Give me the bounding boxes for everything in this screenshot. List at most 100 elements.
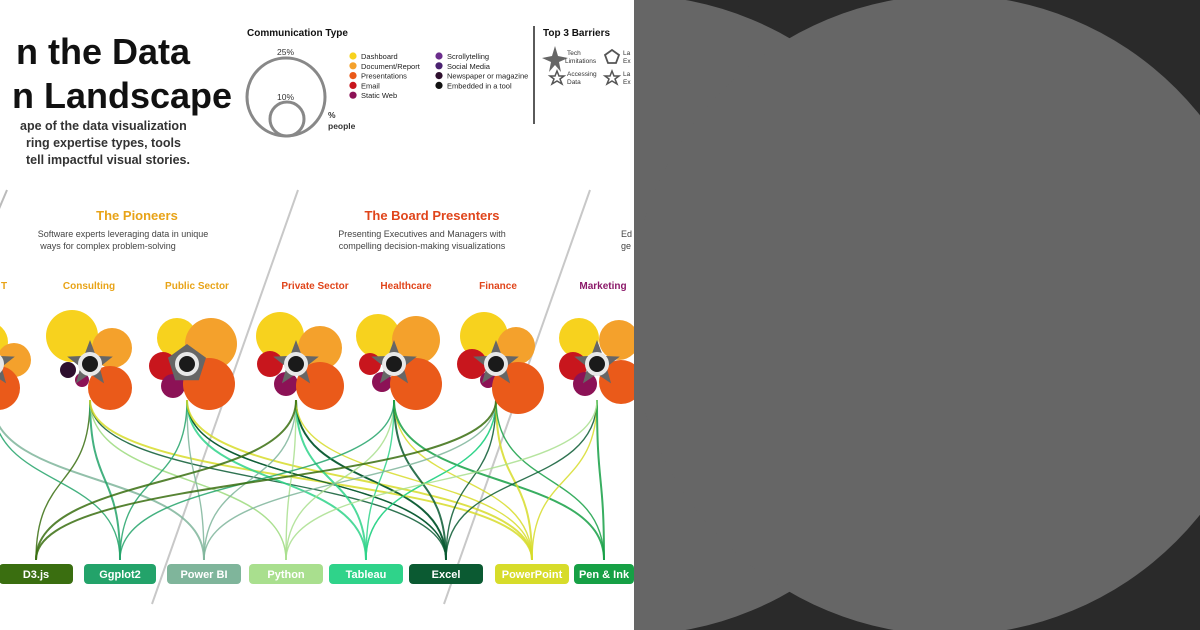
connection-curve xyxy=(295,399,367,561)
connection-curve xyxy=(445,399,598,561)
top-barriers-legend: Top 3 Barriers Tech Limitations Accessin… xyxy=(542,28,631,86)
connection-curve xyxy=(495,399,605,561)
title-line-1: n the Data xyxy=(16,31,191,72)
connection-curve xyxy=(203,399,297,561)
connection-curve xyxy=(35,399,497,561)
group-board-presenters: The Board Presenters Presenting Executiv… xyxy=(338,208,506,251)
connection-curve xyxy=(445,399,497,561)
tool-pill: Excel xyxy=(409,564,483,584)
infographic-panel: n the Data n Landscape ape of the data v… xyxy=(0,26,634,605)
connection-curve xyxy=(596,399,605,561)
flower-petal xyxy=(356,314,400,358)
infographic-canvas: n the Data n Landscape ape of the data v… xyxy=(0,26,634,605)
sector-flowers xyxy=(0,310,634,414)
flower-petal xyxy=(257,351,283,377)
tool-pill: D3.js xyxy=(0,564,73,584)
size-label-10: 10% xyxy=(277,92,294,102)
tool-pill-background xyxy=(329,564,403,584)
tool-pill: Power BI xyxy=(167,564,241,584)
connection-curve xyxy=(119,399,395,561)
sector-flower xyxy=(46,310,132,410)
sector-flower xyxy=(149,318,237,410)
legend-item-label: Static Web xyxy=(361,91,397,100)
connection-curve xyxy=(495,399,533,561)
size-unit-line-2: people xyxy=(328,121,356,131)
legend-item-label: Dashboard xyxy=(361,52,398,61)
connection-curve xyxy=(35,399,91,561)
communication-type-legend: Communication Type 25% 10% % people Dash… xyxy=(245,28,528,138)
tool-pill-label: Power BI xyxy=(180,569,227,581)
group-description-line-1: Presenting Executives and Managers with xyxy=(338,229,506,239)
legend-color-dot xyxy=(349,62,357,70)
size-label-25: 25% xyxy=(277,47,294,57)
connection-curve xyxy=(186,399,205,561)
page-title: n the Data n Landscape ape of the data v… xyxy=(12,31,232,167)
group-pioneers: The Pioneers Software experts leveraging… xyxy=(38,208,209,251)
connection-curve xyxy=(285,399,395,561)
tool-pill-background xyxy=(409,564,483,584)
legend-color-dot xyxy=(435,81,443,89)
legend-color-dot xyxy=(349,72,357,80)
connection-curve xyxy=(365,399,497,561)
barrier-2-label-line-1: Accessing xyxy=(567,71,597,78)
tool-pill-background xyxy=(0,564,73,584)
sector-label: Public Sector xyxy=(165,281,229,292)
group-title: The Pioneers xyxy=(96,208,178,223)
connection-curve xyxy=(393,399,605,561)
connection-curve xyxy=(186,399,533,561)
barrier-4-label-line-1: La xyxy=(623,71,631,78)
group-description-line-1: Software experts leveraging data in uniq… xyxy=(38,229,209,239)
sector-label: Consulting xyxy=(63,281,115,292)
flower-center xyxy=(288,356,304,372)
barrier-3-label-line-2: Ex xyxy=(623,58,631,65)
tool-pill-background xyxy=(495,564,569,584)
tool-pill-label: Ggplot2 xyxy=(99,569,141,581)
connection-curve xyxy=(0,432,121,561)
connection-curve xyxy=(295,399,447,561)
legend-color-dot xyxy=(435,52,443,60)
barrier-4-label-line-2: Ex xyxy=(623,79,631,86)
sector-flower xyxy=(0,326,31,410)
description-line-1: ape of the data visualization xyxy=(20,119,187,133)
flower-petal xyxy=(599,320,634,360)
group-third: Ed ge xyxy=(621,229,632,251)
flower-center xyxy=(179,356,195,372)
sector-flower xyxy=(256,312,344,410)
sector-flower xyxy=(356,314,442,410)
size-circle-small xyxy=(268,100,306,138)
barrier-1-label-line-1: Tech xyxy=(567,50,581,57)
flower-ring xyxy=(0,355,4,373)
group-description-line-2: ge xyxy=(621,241,631,251)
tool-pill-background xyxy=(167,564,241,584)
size-unit-line-1: % xyxy=(328,110,336,120)
barriers-legend-title: Top 3 Barriers xyxy=(543,28,610,39)
flower-petal xyxy=(497,327,535,365)
tool-pill-background xyxy=(84,564,156,584)
flower-petal xyxy=(392,316,440,364)
tool-pill-label: Pen & Ink xyxy=(579,569,630,581)
sector-label: T xyxy=(1,281,7,292)
pentagon-outline-icon xyxy=(603,48,621,64)
tool-pill-label: Excel xyxy=(432,569,461,581)
group-description-line-2: ways for complex problem-solving xyxy=(39,241,176,251)
tool-pill: Tableau xyxy=(329,564,403,584)
dark-panel-canvas xyxy=(634,0,1200,630)
legend-item-label: Presentations xyxy=(361,72,407,81)
flower-petal xyxy=(599,360,634,404)
sector-label: Healthcare xyxy=(380,281,432,292)
connection-curve xyxy=(285,399,598,561)
sector-label: Marketing xyxy=(579,281,626,292)
barrier-2-label-line-2: Data xyxy=(567,79,581,86)
legend-color-dot xyxy=(349,52,357,60)
star-outline-icon xyxy=(602,68,622,86)
flower-center xyxy=(386,356,402,372)
connection-curve xyxy=(365,399,395,561)
tool-pill-label: Tableau xyxy=(346,569,387,581)
tool-pill-label: Python xyxy=(267,569,305,581)
legend-color-dot xyxy=(435,62,443,70)
communication-legend-items: DashboardDocument/ReportPresentationsEma… xyxy=(349,52,528,100)
legend-item-label: Embedded in a tool xyxy=(447,81,512,90)
flower-petal xyxy=(256,312,304,360)
